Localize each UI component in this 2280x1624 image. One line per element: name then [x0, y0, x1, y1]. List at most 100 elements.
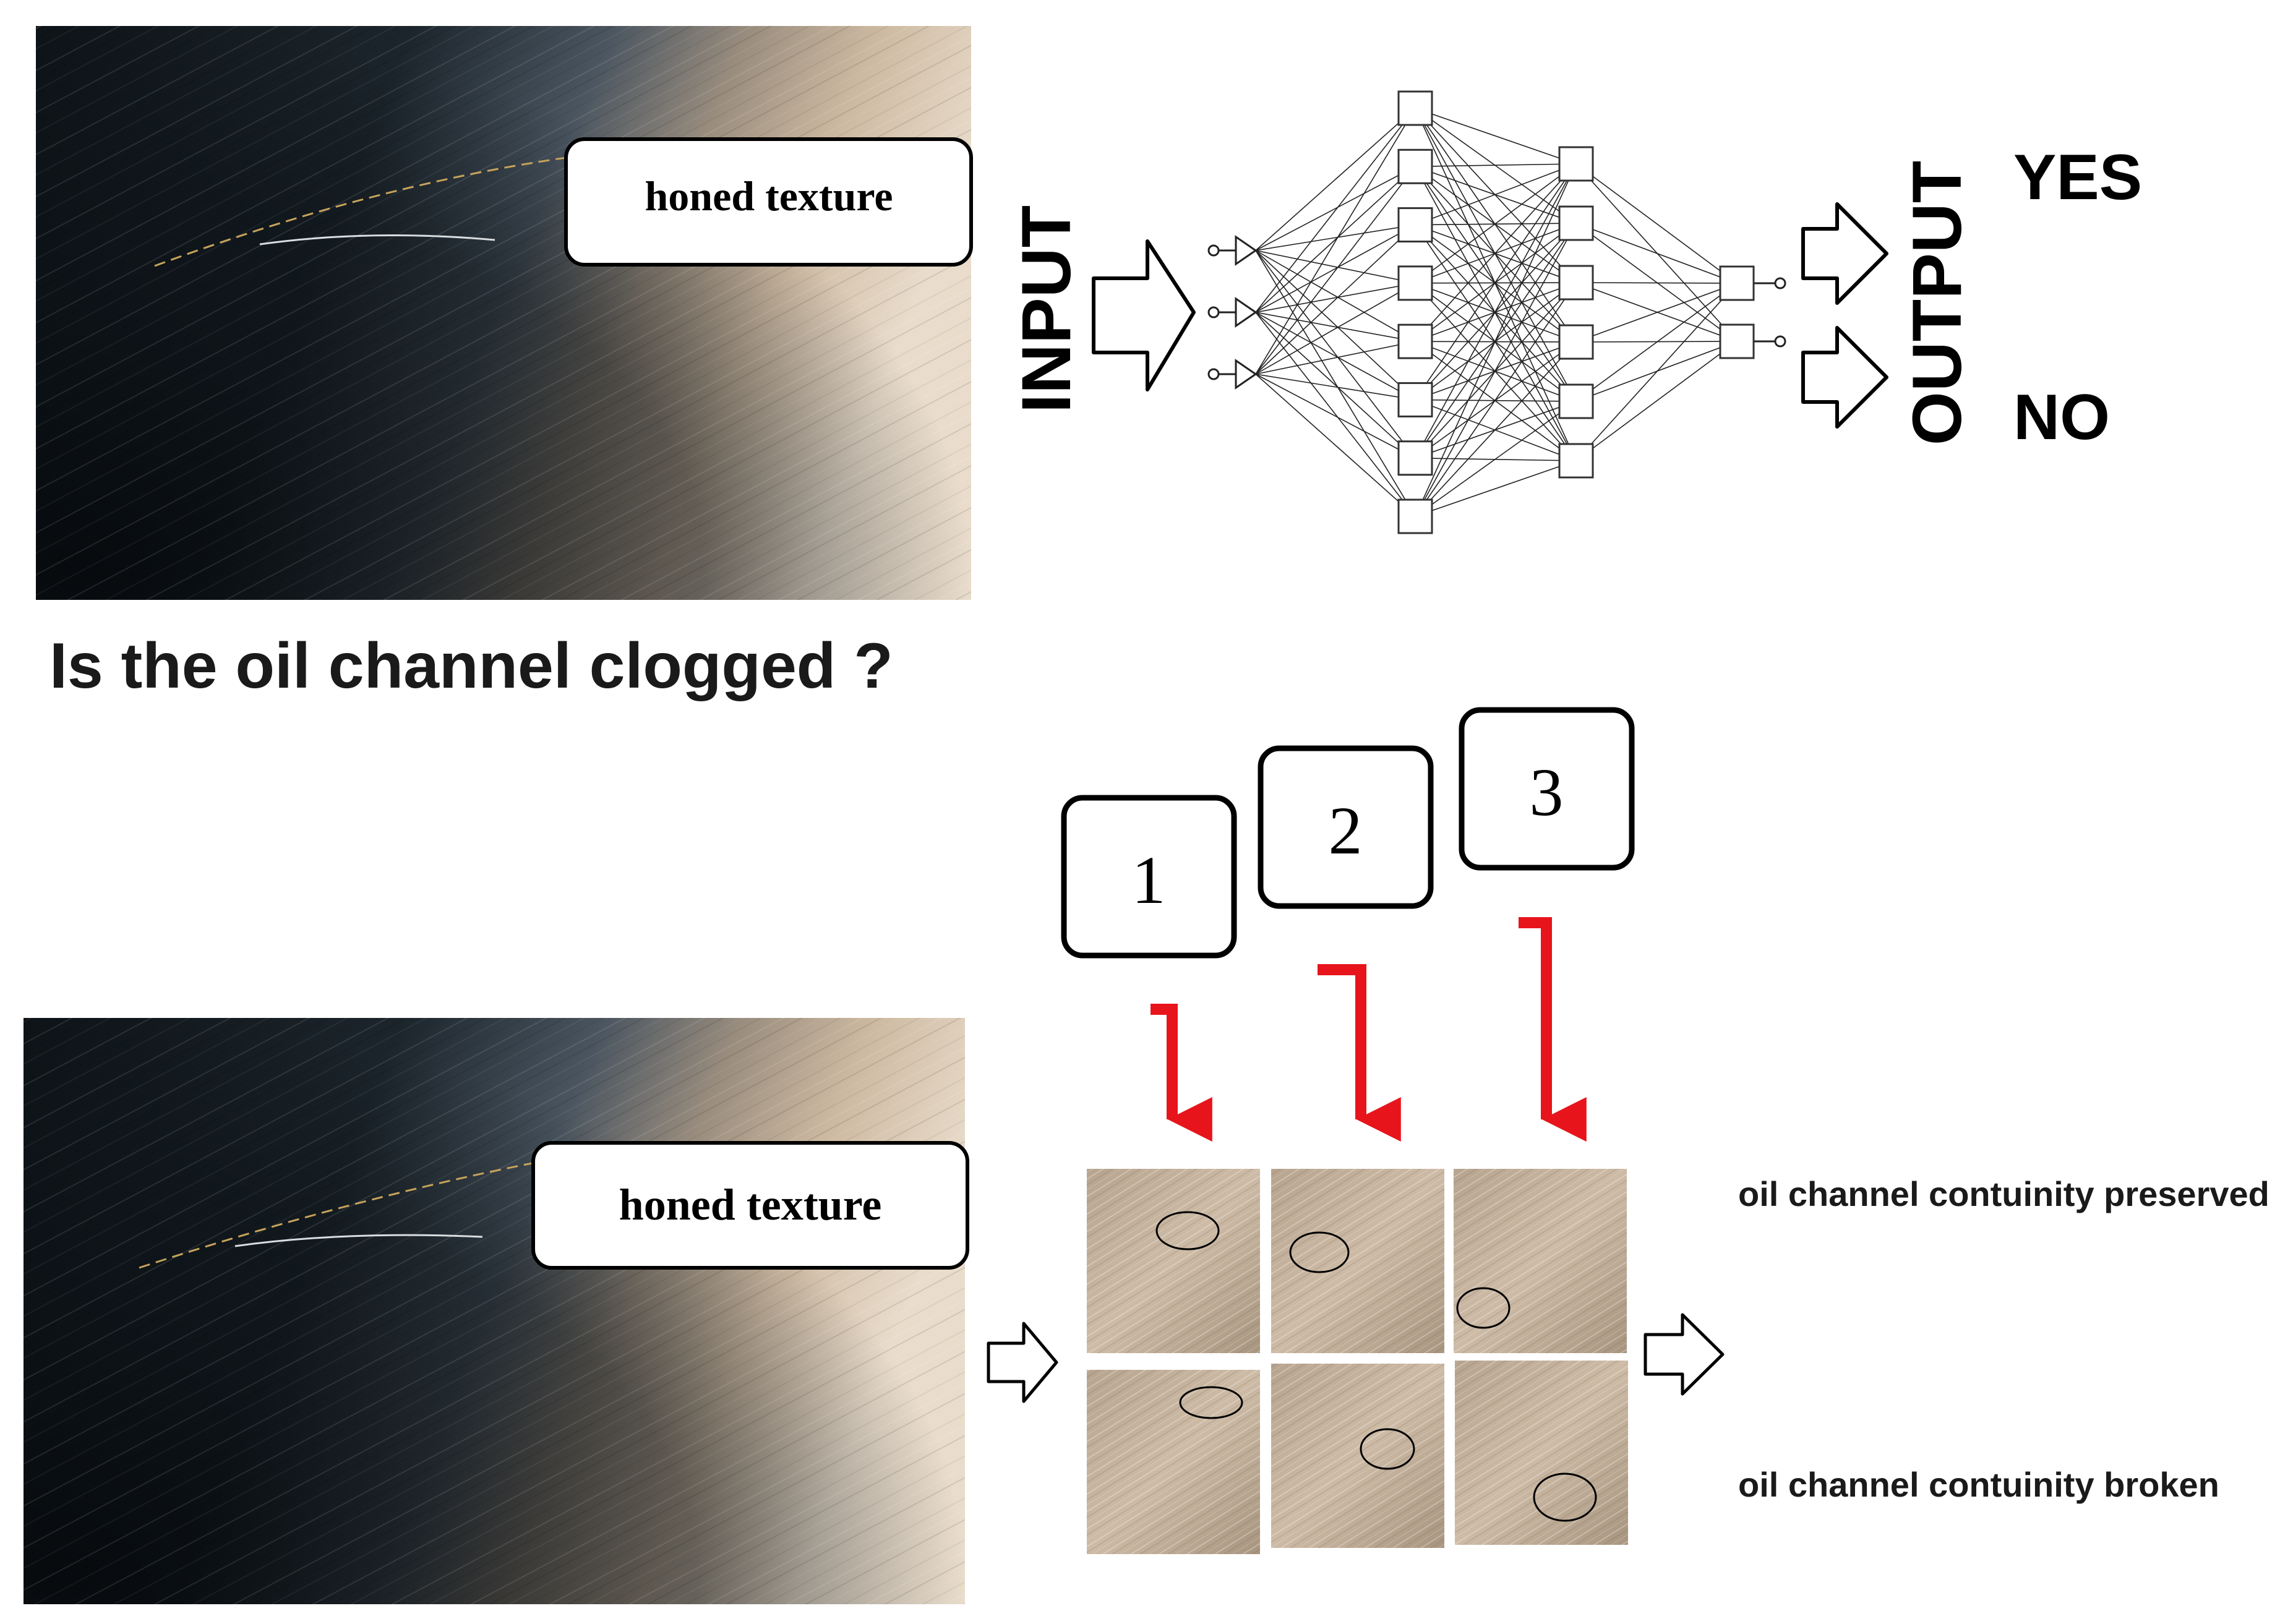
- network-edge: [1255, 312, 1416, 517]
- output-node: [1719, 323, 1755, 359]
- network-edge: [1255, 374, 1416, 459]
- input-arrow: [1092, 239, 1196, 391]
- texture-tile-3: [1454, 1169, 1627, 1353]
- result-preserved: oil channel contuinity preserved: [1738, 1174, 2269, 1213]
- channel-marker: [1360, 1428, 1415, 1470]
- network-edge: [1415, 166, 1577, 343]
- no-label: NO: [2013, 382, 2110, 453]
- input-node: [1235, 359, 1258, 390]
- output-arrow-no: [1801, 326, 1888, 429]
- texture-tile-2: [1271, 1169, 1444, 1353]
- network-edge: [1415, 163, 1577, 226]
- network-edge: [1575, 223, 1738, 284]
- hidden-node: [1397, 323, 1433, 359]
- network-edge: [1415, 108, 1577, 224]
- output-arrow-yes: [1801, 202, 1888, 305]
- network-edge: [1415, 163, 1577, 342]
- network-edge: [1415, 224, 1577, 402]
- scratch-line: [234, 1234, 483, 1247]
- step-box-2: 2: [1258, 745, 1434, 909]
- network-edge: [1575, 283, 1738, 402]
- network-edge: [1575, 283, 1738, 461]
- network-edge: [1255, 166, 1416, 313]
- step-box-1: 1: [1061, 795, 1237, 959]
- network-edge: [1255, 250, 1416, 517]
- channel-marker: [1289, 1231, 1350, 1273]
- input-node: [1235, 235, 1258, 266]
- network-edge: [1255, 108, 1416, 251]
- network-edge: [1415, 460, 1577, 517]
- bottom-callout: honed texture: [531, 1141, 969, 1270]
- hidden-node: [1558, 265, 1594, 301]
- network-edge: [1575, 341, 1738, 343]
- channel-marker: [1179, 1386, 1243, 1419]
- hidden-node: [1558, 146, 1594, 182]
- network-edge: [1255, 283, 1416, 375]
- network-edge: [1255, 250, 1416, 401]
- network-edge: [1415, 283, 1577, 402]
- network-connections: [1255, 108, 1738, 517]
- network-edge: [1415, 223, 1577, 517]
- output-terminal: [1774, 277, 1786, 289]
- yes-label: YES: [2013, 142, 2142, 213]
- network-edge: [1255, 166, 1416, 251]
- output-node: [1719, 265, 1755, 301]
- channel-marker: [1533, 1472, 1597, 1522]
- network-edge: [1415, 163, 1577, 517]
- network-edge: [1255, 108, 1416, 375]
- output-label: OUTPUT: [1898, 161, 1976, 445]
- step-number-3: 3: [1530, 754, 1564, 830]
- bottom-callout-label: honed texture: [619, 1180, 882, 1229]
- step-box-3: 3: [1459, 707, 1635, 871]
- network-edge: [1255, 341, 1416, 375]
- network-edge: [1255, 374, 1416, 517]
- network-edge: [1575, 223, 1738, 342]
- input-node: [1235, 297, 1258, 328]
- hidden-node: [1397, 498, 1433, 534]
- red-arrow-2: [1318, 964, 1401, 1142]
- top-callout: honed texture: [564, 137, 973, 267]
- hidden-node: [1558, 324, 1594, 360]
- network-edge: [1415, 341, 1577, 402]
- network-edge: [1415, 341, 1577, 461]
- network-edge: [1415, 166, 1577, 283]
- output-terminal: [1774, 335, 1786, 348]
- network-edge: [1415, 283, 1577, 461]
- input-terminal: [1207, 368, 1220, 380]
- network-edge: [1415, 283, 1577, 343]
- network-edge: [1255, 224, 1416, 375]
- step-number-2: 2: [1329, 793, 1363, 868]
- texture-tile-5: [1271, 1364, 1444, 1548]
- hidden-node: [1397, 440, 1433, 476]
- network-edge: [1415, 282, 1577, 517]
- network-edge: [1255, 250, 1416, 284]
- network-edge: [1255, 374, 1416, 401]
- hidden-node: [1558, 205, 1594, 241]
- red-arrow-1: [1151, 1004, 1212, 1142]
- texture-tile-4: [1087, 1370, 1260, 1554]
- network-edge: [1255, 312, 1416, 342]
- hidden-node: [1397, 265, 1433, 301]
- channel-marker: [1155, 1211, 1220, 1250]
- hidden-node: [1397, 90, 1433, 126]
- network-edge: [1255, 224, 1416, 251]
- network-edge: [1255, 312, 1416, 459]
- top-metal-photo: [36, 26, 971, 600]
- network-edge: [1415, 163, 1577, 284]
- network-edge: [1255, 250, 1416, 342]
- network-edge: [1575, 163, 1738, 342]
- network-edge: [1415, 341, 1577, 517]
- network-edge: [1575, 283, 1738, 343]
- bottom-metal-photo: [24, 1018, 965, 1604]
- texture-tile-1: [1087, 1169, 1260, 1353]
- network-edge: [1255, 283, 1416, 313]
- flow-arrow-to-tiles: [987, 1322, 1058, 1403]
- result-broken: oil channel contuinity broken: [1738, 1465, 2219, 1504]
- red-arrow-3: [1519, 917, 1587, 1142]
- network-edge: [1255, 166, 1416, 375]
- network-edge: [1415, 163, 1577, 400]
- input-terminal: [1207, 244, 1220, 257]
- texture-tile-6: [1455, 1361, 1628, 1545]
- network-edge: [1415, 401, 1577, 517]
- network-edge: [1575, 163, 1738, 284]
